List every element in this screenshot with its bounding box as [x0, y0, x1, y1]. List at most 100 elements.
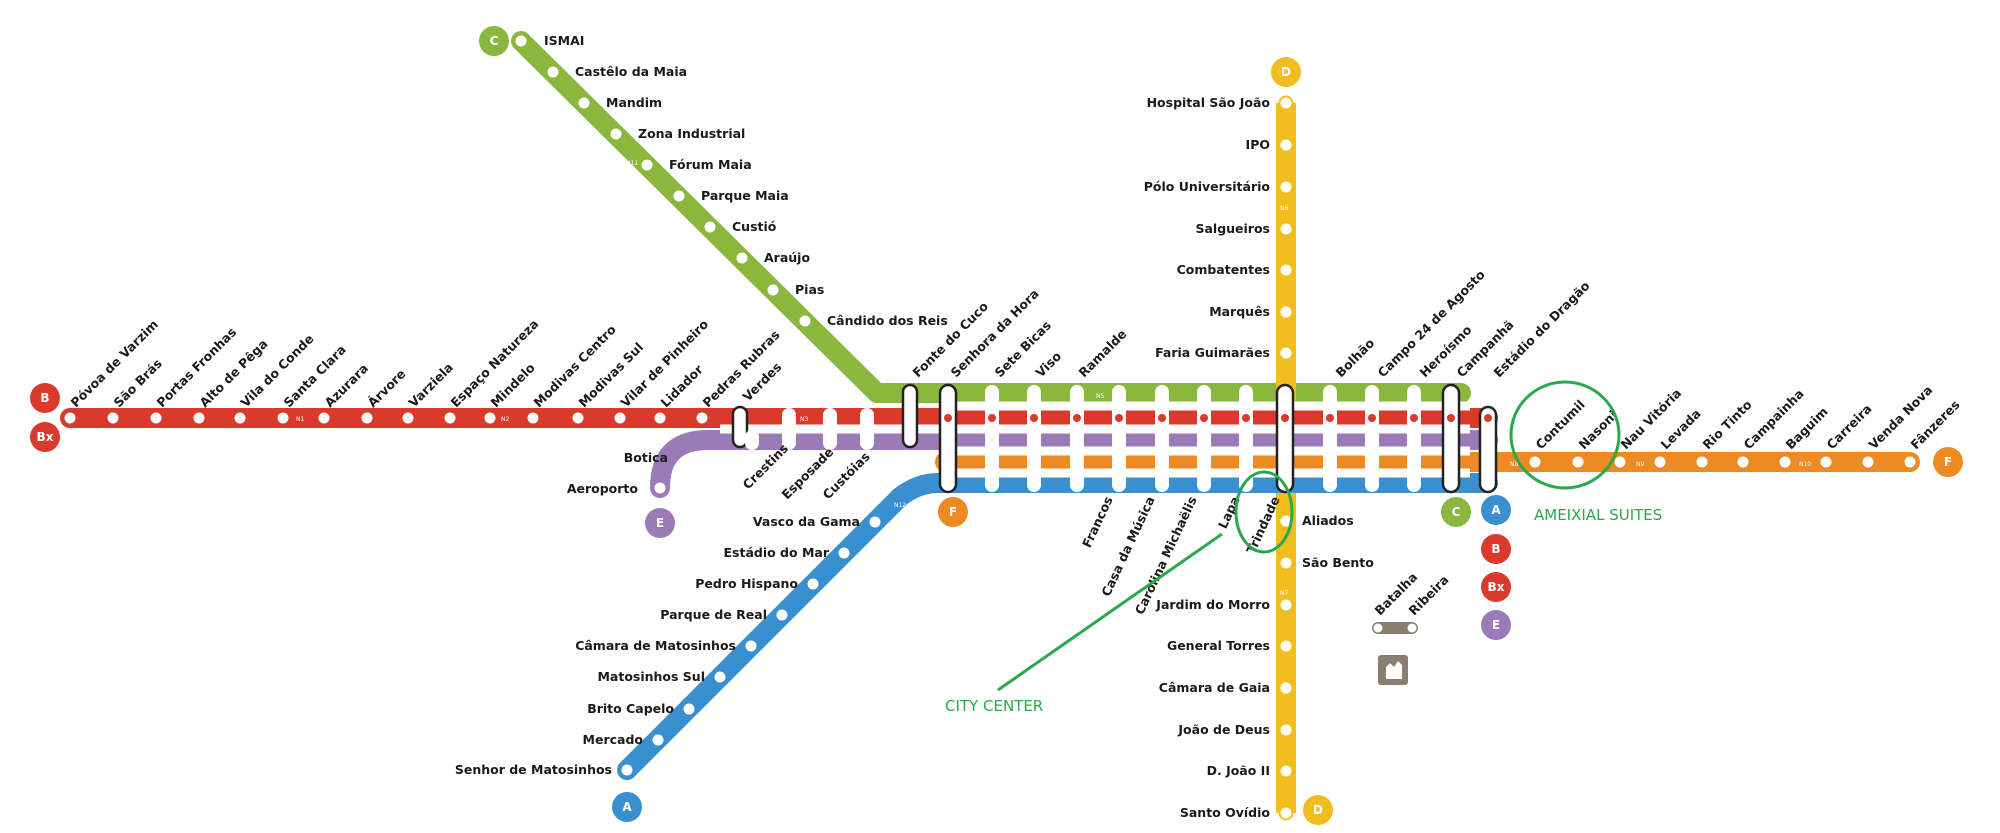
station-label: Varziela: [406, 360, 456, 410]
interchange-trindade: [1275, 383, 1295, 494]
station-label: João de Deus: [1177, 722, 1270, 737]
station-label: Hospital São João: [1147, 95, 1271, 110]
station-label: Cândido dos Reis: [827, 313, 948, 328]
labels-trunk-north: Fonte do Cuco Senhora da Hora Sete Bicas…: [910, 267, 1593, 381]
line-a-stops: [619, 514, 883, 778]
badge-b-icon: [30, 383, 60, 413]
stop-crestins-marker: [745, 430, 759, 450]
station-label: Aeroporto: [567, 481, 639, 496]
city-center-label: CITY CENTER: [945, 697, 1043, 715]
station-label: Câmara de Matosinhos: [575, 638, 736, 653]
line-d-stops: [1278, 95, 1294, 821]
badge-d-south-icon: [1303, 795, 1333, 825]
badge-bx: Bx: [37, 430, 54, 444]
badge-b-dragao-icon: [1481, 534, 1511, 564]
badge-bx-icon: [30, 422, 60, 452]
station-label: ISMAI: [544, 33, 584, 48]
zone-code: N9: [1636, 461, 1644, 468]
interchange-estadio-do-dragao: [1478, 405, 1498, 494]
stop-custoias2-marker: [860, 408, 874, 450]
city-center-circle: [1234, 470, 1294, 554]
city-center-pointer: [997, 532, 1223, 692]
station-label: Árvore: [365, 366, 409, 410]
badge-b-dragao: B: [1491, 542, 1500, 556]
station-label: Pólo Universitário: [1144, 179, 1271, 194]
station-label: Faria Guimarães: [1155, 345, 1270, 360]
badge-a-dragao: A: [1491, 503, 1501, 517]
station-label: Mercado: [583, 732, 644, 747]
badge-c-campanha-icon: [1441, 497, 1471, 527]
station-label: General Torres: [1167, 638, 1270, 653]
line-badges: B Bx C D D E F F A C A B Bx E: [30, 26, 1963, 825]
badge-e-icon: [645, 508, 675, 538]
station-label: Marquês: [1209, 304, 1270, 319]
station-label: Custió: [732, 219, 777, 234]
badge-d: D: [1281, 65, 1291, 79]
zone-code: N10: [1799, 461, 1811, 468]
badge-bx-dragao-icon: [1481, 572, 1511, 602]
station-label: São Bento: [1302, 555, 1374, 570]
zone-code: N2: [501, 416, 509, 423]
zone-code: N1: [296, 416, 304, 423]
station-label: Vasco da Gama: [753, 514, 860, 529]
station-label: Mandim: [606, 95, 662, 110]
annotations: CITY CENTER AMEIXIAL SUITES: [945, 380, 1662, 715]
badge-c: C: [490, 34, 499, 48]
badge-d-south: D: [1313, 803, 1323, 817]
labels-line-d: Hospital São João IPO Pólo Universitário…: [1144, 95, 1375, 820]
badge-a-icon: [612, 792, 642, 822]
station-label: Senhor de Matosinhos: [455, 762, 612, 777]
ameixial-suites-label: AMEIXIAL SUITES: [1534, 506, 1662, 524]
station-label: Jardim do Morro: [1155, 597, 1270, 612]
badge-e: E: [656, 516, 664, 530]
badge-a-dragao-icon: [1481, 495, 1511, 525]
interchange-campanha: [1441, 383, 1461, 494]
zone-code: N8: [1510, 461, 1518, 468]
station-label: Castêlo da Maia: [575, 64, 687, 79]
labels-funicular: Batalha Ribeira: [1372, 569, 1452, 618]
station-label: Brito Capelo: [587, 701, 674, 716]
stop-esposade-marker: [782, 408, 796, 450]
station-label: Estádio do Mar: [724, 545, 830, 560]
badge-c-campanha: C: [1452, 505, 1461, 519]
line-e-stops: [652, 408, 874, 496]
station-label: Viso: [1033, 348, 1065, 380]
badge-bx-dragao: Bx: [1488, 580, 1505, 594]
interchange-capsules: [731, 383, 1498, 494]
station-label: Salgueiros: [1195, 221, 1270, 236]
station-label: Botica: [624, 450, 668, 465]
line-e-purple: [650, 430, 1498, 498]
station-label: Araújo: [764, 250, 810, 265]
station-label: Parque de Real: [660, 607, 767, 622]
badge-b: B: [40, 391, 49, 405]
badge-d-icon: [1271, 57, 1301, 87]
labels-line-b: Póvoa de Varzim São Brás Portas Fronhas …: [68, 316, 785, 410]
badge-f-east: F: [1944, 455, 1952, 469]
interchange-fonte-do-cuco: [901, 383, 919, 449]
station-label: Parque Maia: [701, 188, 789, 203]
badge-e-dragao-icon: [1481, 610, 1511, 640]
station-label: Zona Industrial: [638, 126, 745, 141]
station-label: D. João II: [1207, 763, 1270, 778]
station-label: Pias: [795, 282, 824, 297]
line-c-stops: [513, 33, 813, 329]
station-label: Aliados: [1302, 513, 1354, 528]
ameixial-suites-circle: [1509, 380, 1621, 490]
station-label: IPO: [1246, 137, 1270, 152]
badge-e-dragao: E: [1492, 618, 1500, 632]
badge-c-icon: [479, 26, 509, 56]
station-label: Portas Fronhas: [154, 324, 240, 410]
zone-code: N3: [800, 416, 808, 423]
station-label: Matosinhos Sul: [597, 669, 705, 684]
zone-code: N6: [1280, 205, 1288, 212]
badge-f-icon: [938, 497, 968, 527]
station-label: Modivas Centro: [531, 322, 620, 411]
station-label: Combatentes: [1177, 262, 1270, 277]
badge-f-east-icon: [1933, 447, 1963, 477]
badge-f: F: [949, 505, 957, 519]
badge-a: A: [622, 800, 632, 814]
station-label: Vila do Conde: [238, 331, 317, 410]
labels-line-a: Vasco da Gama Estádio do Mar Pedro Hispa…: [455, 514, 860, 777]
zone-code: N7: [1280, 590, 1288, 597]
station-label: Câmara de Gaia: [1159, 680, 1270, 695]
